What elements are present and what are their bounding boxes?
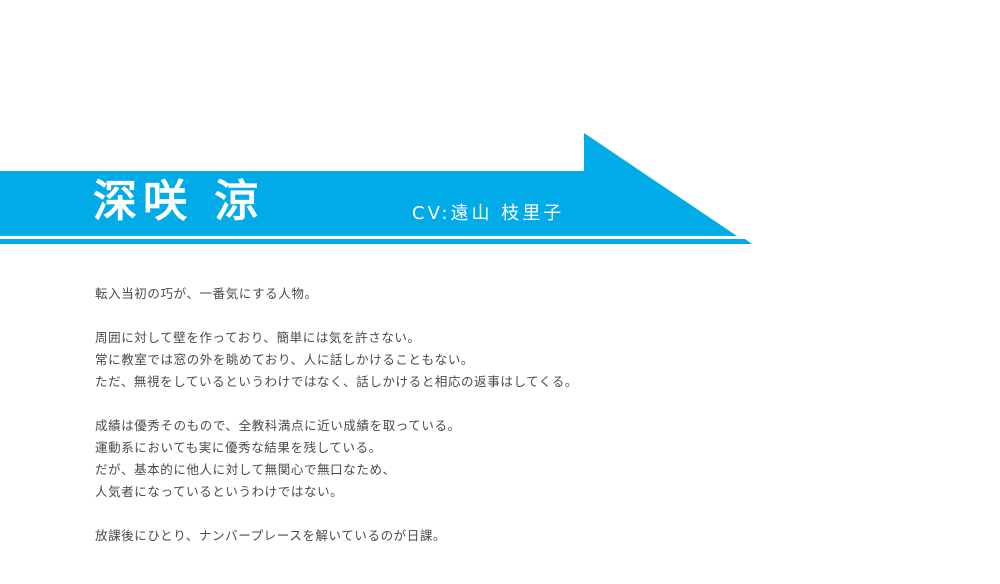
description-line: だが、基本的に他人に対して無関心で無口なため、 — [95, 462, 396, 477]
description-line: ただ、無視をしているというわけではなく、話しかけると相応の返事はしてくる。 — [95, 374, 578, 389]
paragraph-gap — [95, 305, 855, 327]
character-name: 深咲 涼 — [93, 176, 265, 227]
name-banner-arrow — [0, 133, 752, 244]
description-line: 人気者になっているというわけではない。 — [95, 484, 344, 499]
paragraph-gap — [95, 503, 855, 525]
description-line: 常に教室では窓の外を眺めており、人に話しかけることもない。 — [95, 352, 475, 367]
character-description: 転入当初の巧が、一番気にする人物。周囲に対して壁を作っており、簡単には気を許さな… — [95, 283, 855, 547]
description-line: 成績は優秀そのもので、全教科満点に近い成績を取っている。 — [95, 418, 461, 433]
paragraph-gap — [95, 393, 855, 415]
description-line: 運動系においても実に優秀な結果を残している。 — [95, 440, 382, 455]
banner-underline — [0, 239, 752, 244]
voice-actor-credit: CV:遠山 枝里子 — [412, 203, 565, 224]
description-line: 転入当初の巧が、一番気にする人物。 — [95, 286, 318, 301]
banner-arrow-shape — [0, 133, 737, 236]
description-line: 放課後にひとり、ナンバープレースを解いているのが日課。 — [95, 528, 447, 543]
description-line: 周囲に対して壁を作っており、簡単には気を許さない。 — [95, 330, 421, 345]
